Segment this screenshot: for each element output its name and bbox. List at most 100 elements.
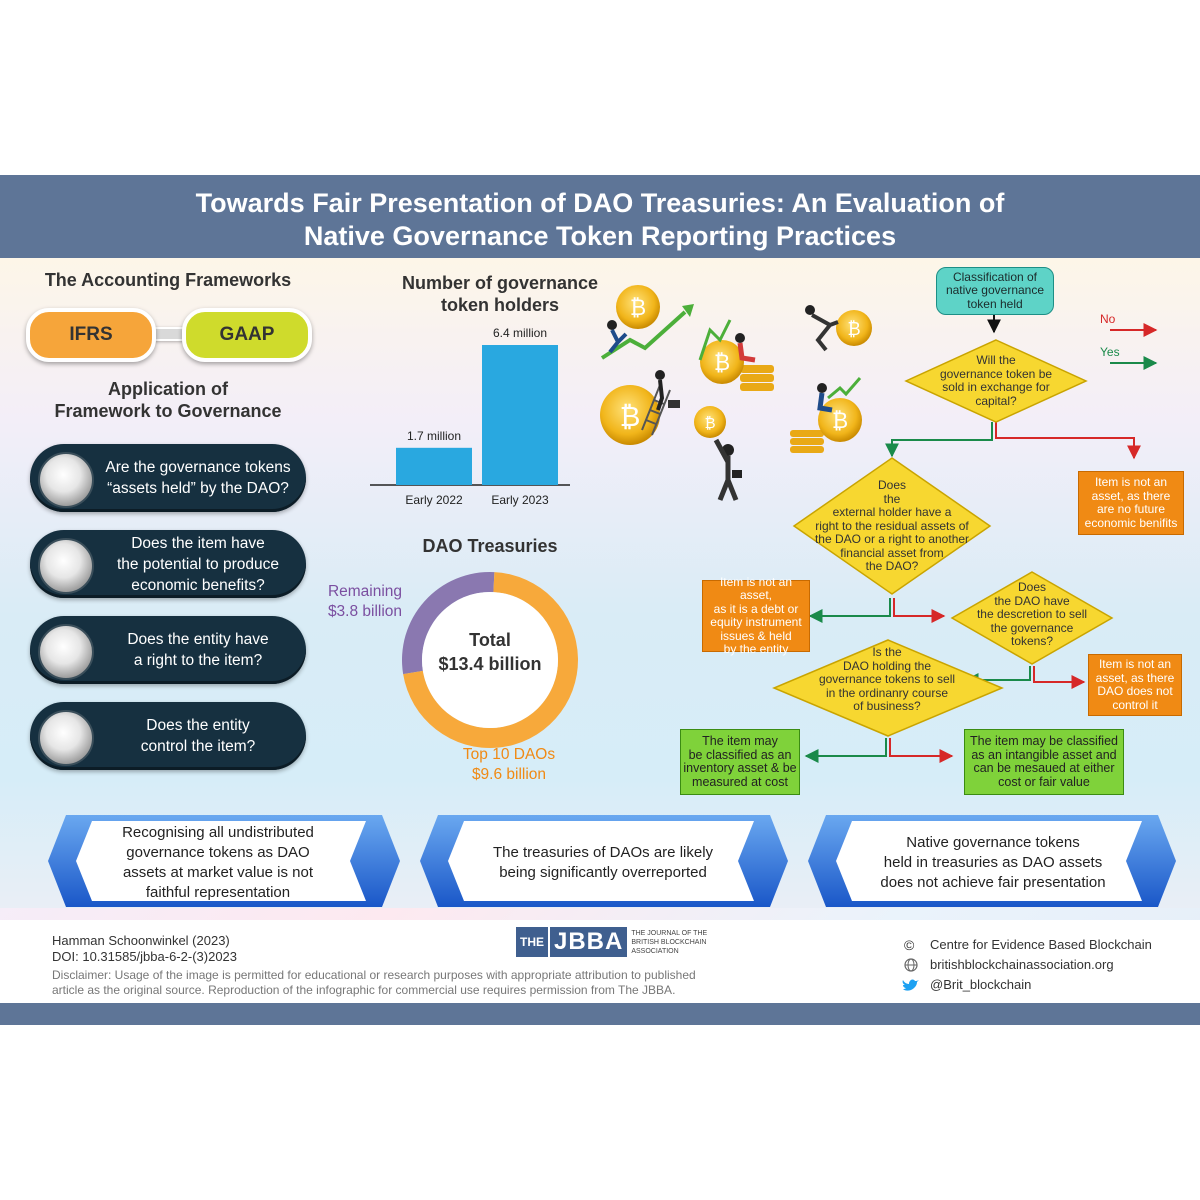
flow-line: by the entity: [723, 642, 789, 656]
flow-line: the DAO or a right to another: [814, 532, 970, 546]
svg-text:₿: ₿: [620, 400, 641, 433]
website-link[interactable]: britishblockchainassociation.org: [930, 957, 1114, 972]
coin-icon: ₿: [600, 385, 660, 445]
legend-yes-label: Yes: [1100, 345, 1120, 359]
donut-slice-remaining: [402, 572, 495, 675]
page-title: Towards Fair Presentation of DAO Treasur…: [0, 187, 1200, 253]
title-line-2: Native Governance Token Reporting Practi…: [303, 221, 897, 251]
svg-text:₿: ₿: [630, 296, 646, 321]
logo-sub-line: ASSOCIATION: [631, 947, 679, 955]
doi[interactable]: DOI: 10.31585/jbba-6-2-(3)2023: [52, 949, 238, 964]
flow-line: economic benifits: [1084, 515, 1178, 530]
decision-diamond: [904, 339, 1088, 423]
toggle-knob-icon: [38, 624, 94, 680]
conclusion-chevron: [808, 815, 1176, 907]
gaap-pill: GAAP: [182, 308, 312, 362]
question-line: the potential to produce: [116, 555, 279, 573]
svg-text:₿: ₿: [714, 351, 730, 376]
treasuries-donut-chart: [402, 572, 578, 748]
conclusion-line: The treasuries of DAOs are likely: [492, 844, 714, 861]
copyright-icon: ©: [904, 937, 915, 953]
person-laptop-icon: [735, 333, 756, 363]
logo-the: THE: [516, 927, 548, 957]
question-assets-held: Are the governance tokens“assets held” b…: [30, 444, 306, 512]
title-banner: Towards Fair Presentation of DAO Treasur…: [0, 175, 1200, 258]
toggle-knob-icon: [38, 538, 94, 594]
flow-line: capital?: [975, 393, 1017, 408]
bitcoin-illustration: ₿ ₿ ₿ ₿ ₿ ₿: [600, 285, 872, 501]
flow-line: in the ordinanry course: [825, 685, 949, 700]
logo-sub-line: THE JOURNAL OF THE: [631, 929, 708, 937]
flow-line: as an intangible asset and: [971, 747, 1117, 762]
conclusion-line: faithful representation: [145, 884, 291, 901]
flow-line: native governance: [945, 283, 1045, 298]
flow-line: DAO holding the: [842, 658, 932, 673]
centre-name: Centre for Evidence Based Blockchain: [930, 937, 1152, 952]
twitter-handle[interactable]: @Brit_blockchain: [930, 977, 1032, 992]
flow-line: right to the residual assets of: [815, 518, 969, 533]
logo-sub-line: BRITISH BLOCKCHAIN: [631, 938, 707, 946]
holders-chart-heading: Number of governance token holders: [380, 272, 620, 316]
person-climbing-icon: [655, 370, 680, 411]
flow-line: cost or fair value: [998, 774, 1090, 789]
coin-stack-icon: ₿: [790, 398, 862, 453]
bar-early-2022: [396, 447, 472, 485]
question-line: a right to the item?: [133, 652, 263, 669]
disclaimer-line: article as the original source. Reproduc…: [52, 983, 676, 997]
conclusion-line: Recognising all undistributed: [122, 824, 314, 841]
bar-data-label: 1.7 million: [407, 429, 461, 443]
person-with-coin-icon: [713, 438, 742, 501]
flow-line: DAO does not: [1097, 684, 1173, 698]
remaining-label-line-2: $3.8 billion: [327, 603, 403, 620]
donut-center-label: Total $13.4 billion: [400, 628, 580, 676]
flow-line: asset, as there: [1091, 488, 1171, 503]
question-line: Does the entity: [146, 717, 250, 734]
flow-line: token held: [967, 296, 1023, 311]
donut-hole: [422, 592, 558, 728]
growth-arrow-icon: [600, 310, 687, 360]
coin-stack-icon: ₿: [700, 340, 774, 391]
question-line: Are the governance tokens: [105, 459, 291, 476]
decision-residual-assets: Does the external holder have a right to…: [812, 478, 972, 574]
flow-line: Is the: [872, 645, 902, 659]
conclusion-line: Native governance tokens: [906, 834, 1080, 851]
flow-line: Does: [877, 478, 906, 492]
flow-line: The item may be classified: [970, 734, 1118, 748]
flow-line: inventory asset & be: [683, 761, 797, 775]
flow-line: asset, as there: [1095, 670, 1175, 685]
svg-text:₿: ₿: [832, 409, 848, 434]
flow-line: governance tokens to sell: [818, 672, 956, 686]
coin-icon: ₿: [836, 310, 872, 346]
flow-line: be classified as an: [688, 747, 792, 762]
person-pushing-icon: [607, 320, 628, 354]
flow-line: control it: [1112, 697, 1158, 712]
globe-icon: [904, 958, 918, 972]
flowchart-connectors: [772, 315, 1158, 763]
svg-text:₿: ₿: [847, 319, 860, 340]
flow-line: the descretion to sell: [976, 607, 1088, 621]
flow-line: as it is a debt or: [713, 601, 799, 616]
flow-line: Will the: [976, 353, 1016, 367]
flow-line: Item is not an: [1094, 475, 1168, 489]
bar-data-label: 6.4 million: [493, 326, 547, 340]
flow-line: are no future: [1096, 502, 1166, 516]
twitter-icon: [902, 979, 919, 991]
growth-arrow-icon: [827, 377, 862, 400]
bar-category-label: Early 2022: [405, 493, 463, 507]
flow-line: sold in exchange for: [942, 380, 1050, 394]
disclaimer-line: Disclaimer: Usage of the image is permit…: [52, 968, 696, 982]
bar-category-label: Early 2023: [491, 493, 549, 507]
flow-line: The item may: [702, 734, 778, 748]
coin-icon: ₿: [694, 406, 726, 438]
conclusion-line: held in treasuries as DAO assets: [883, 854, 1103, 871]
holders-heading-line-2: token holders: [440, 295, 560, 315]
question-line: Does the entity have: [127, 631, 269, 648]
